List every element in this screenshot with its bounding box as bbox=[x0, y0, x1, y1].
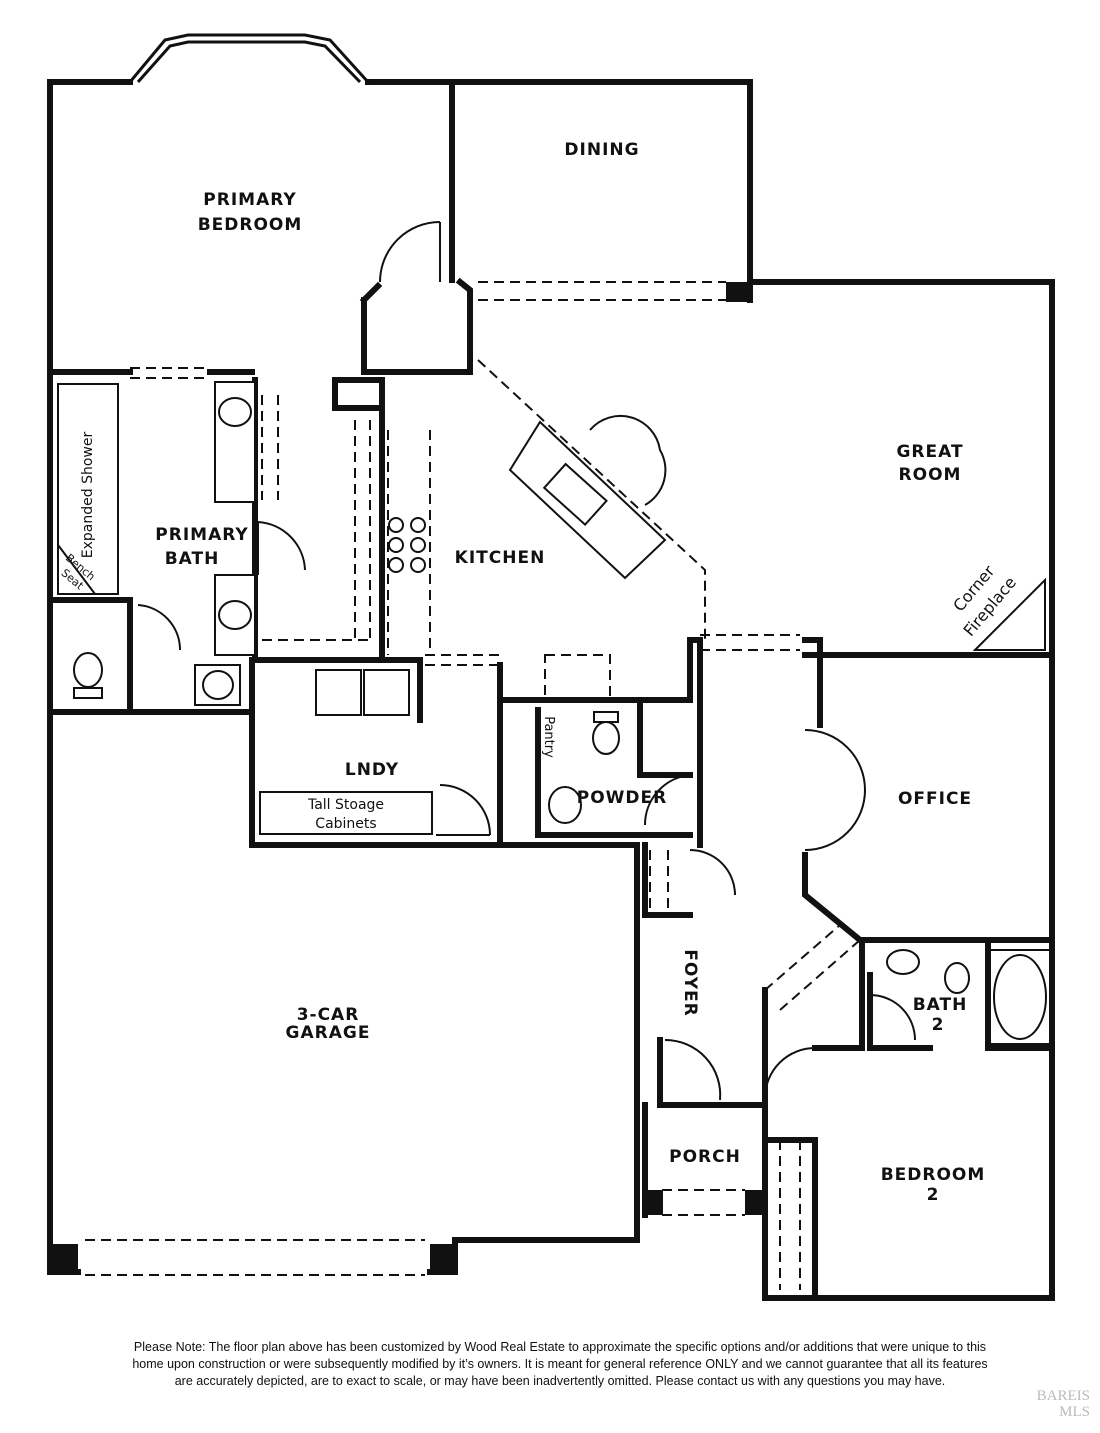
expanded-shower-label: Expanded Shower bbox=[80, 432, 96, 559]
openings bbox=[85, 281, 861, 1290]
primary-bath-label-1: PRIMARY bbox=[155, 525, 248, 545]
disclaimer-line-1: Please Note: The floor plan above has be… bbox=[133, 1340, 987, 1354]
bath2-label-1: BATH bbox=[913, 995, 968, 1015]
disclaimer-note: Please Note: The floor plan above has be… bbox=[60, 1339, 1060, 1390]
kitchen-label: KITCHEN bbox=[455, 548, 546, 568]
room-labels: PRIMARY BEDROOM DINING GREAT ROOM PRIMAR… bbox=[59, 140, 1021, 1205]
dining-label: DINING bbox=[564, 140, 639, 160]
foyer-label: FOYER bbox=[680, 949, 700, 1016]
garage-label-1: 3-CAR bbox=[297, 1005, 360, 1025]
primary-bedroom-label-2: BEDROOM bbox=[198, 215, 303, 235]
garage-label-2: GARAGE bbox=[286, 1023, 371, 1043]
bath2-label-2: 2 bbox=[932, 1015, 945, 1035]
fixtures bbox=[57, 381, 1051, 1045]
bedroom2-label-2: 2 bbox=[927, 1185, 940, 1205]
office-label: OFFICE bbox=[898, 789, 972, 809]
disclaimer-line-2: home upon construction or were subsequen… bbox=[132, 1357, 988, 1371]
watermark-line-2: MLS bbox=[1059, 1404, 1090, 1420]
posts bbox=[52, 282, 763, 1274]
laundry-label: LNDY bbox=[345, 760, 399, 780]
mls-watermark-logo: BAREIS MLS bbox=[1014, 1388, 1090, 1420]
doors bbox=[137, 221, 916, 1101]
pantry-label: Pantry bbox=[541, 716, 556, 758]
interior-walls bbox=[47, 277, 1055, 1301]
great-room-label-2: ROOM bbox=[899, 465, 962, 485]
primary-bedroom-label-1: PRIMARY bbox=[203, 190, 296, 210]
tall-storage-label-2: Cabinets bbox=[315, 816, 376, 832]
porch-label: PORCH bbox=[669, 1147, 741, 1167]
primary-bath-label-2: BATH bbox=[165, 549, 220, 569]
bedroom2-label-1: BEDROOM bbox=[881, 1165, 986, 1185]
disclaimer-line-3: are accurately depicted, are to exact to… bbox=[174, 1374, 946, 1388]
watermark-line-1: BAREIS bbox=[1036, 1388, 1090, 1404]
great-room-label-1: GREAT bbox=[896, 442, 963, 462]
tall-storage-label-1: Tall Stoage bbox=[307, 797, 384, 813]
powder-label: POWDER bbox=[577, 788, 667, 808]
